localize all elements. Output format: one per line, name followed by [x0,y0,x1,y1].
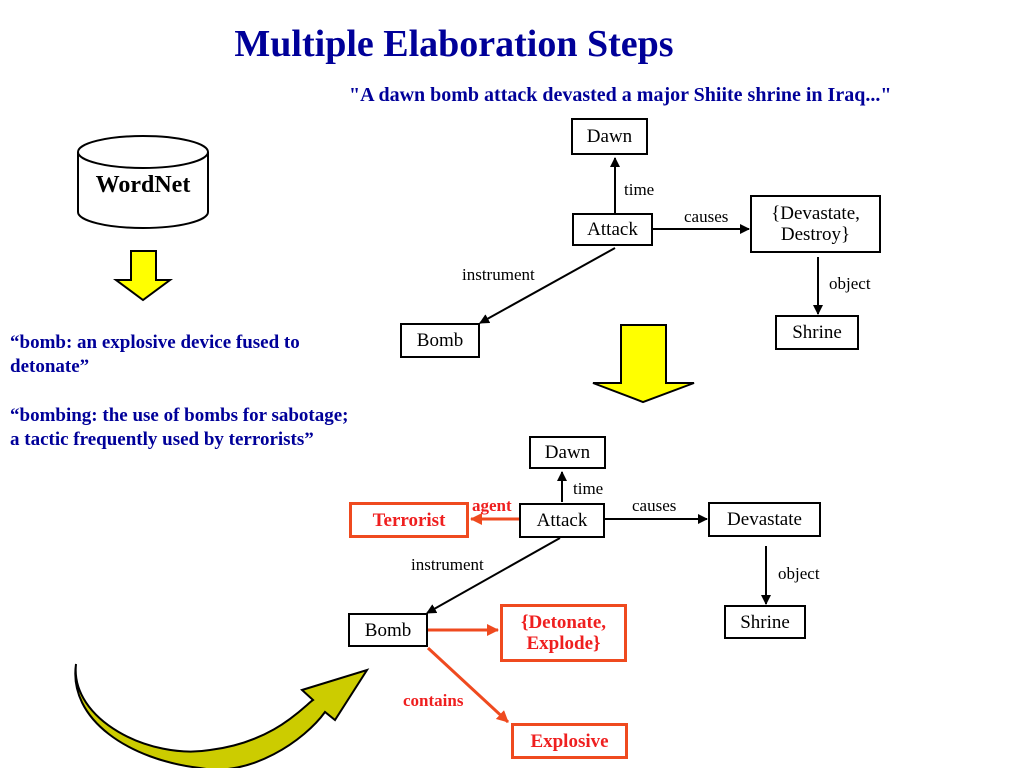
node-bomb-top: Bomb [400,323,480,358]
node-dawn-bottom: Dawn [529,436,606,469]
wordnet-label: WordNet [95,172,191,198]
edge-instrument-bottom [426,537,561,614]
node-shrine-top: Shrine [775,315,859,350]
edge-label-instrument-top: instrument [462,265,535,284]
edge-label-object-top: object [829,274,871,293]
edge-label-object-bottom: object [778,564,820,583]
edge-label-time-bottom: time [573,479,604,498]
node-dawn-top: Dawn [571,118,648,155]
edge-label-time-top: time [624,180,655,199]
wordnet-database-icon [77,135,209,229]
edge-label-causes-bottom: causes [632,496,677,515]
edge-label-instrument-bottom: instrument [411,555,484,574]
node-devastate-top: {Devastate, Destroy} [750,195,881,253]
edge-contains-bottom [426,646,510,724]
node-attack-top: Attack [572,213,653,246]
node-bomb-bottom: Bomb [348,613,428,647]
node-shrine-bottom: Shrine [724,605,806,639]
page-title: Multiple Elaboration Steps [234,23,674,65]
edge-instrument-top [479,247,616,324]
node-explosive-bottom: Explosive [511,723,628,759]
node-terrorist-bottom: Terrorist [349,502,469,538]
down-arrow-icon [112,250,174,302]
example-sentence: "A dawn bomb attack devasted a major Shi… [349,84,892,106]
node-detonate-bottom: {Detonate, Explode} [500,604,627,662]
node-devastate-bottom: Devastate [708,502,821,537]
edge-label-causes-top: causes [684,207,729,226]
curved-arrow-icon [74,663,370,768]
edge-label-contains-bottom: contains [403,691,464,710]
node-attack-bottom: Attack [519,503,605,538]
gloss-bomb: “bomb: an explosive device fused to deto… [10,332,300,377]
elaboration-arrow-icon [592,324,695,404]
edge-label-agent-bottom: agent [472,496,512,515]
gloss-bombing: “bombing: the use of bombs for sabotage;… [10,405,349,450]
